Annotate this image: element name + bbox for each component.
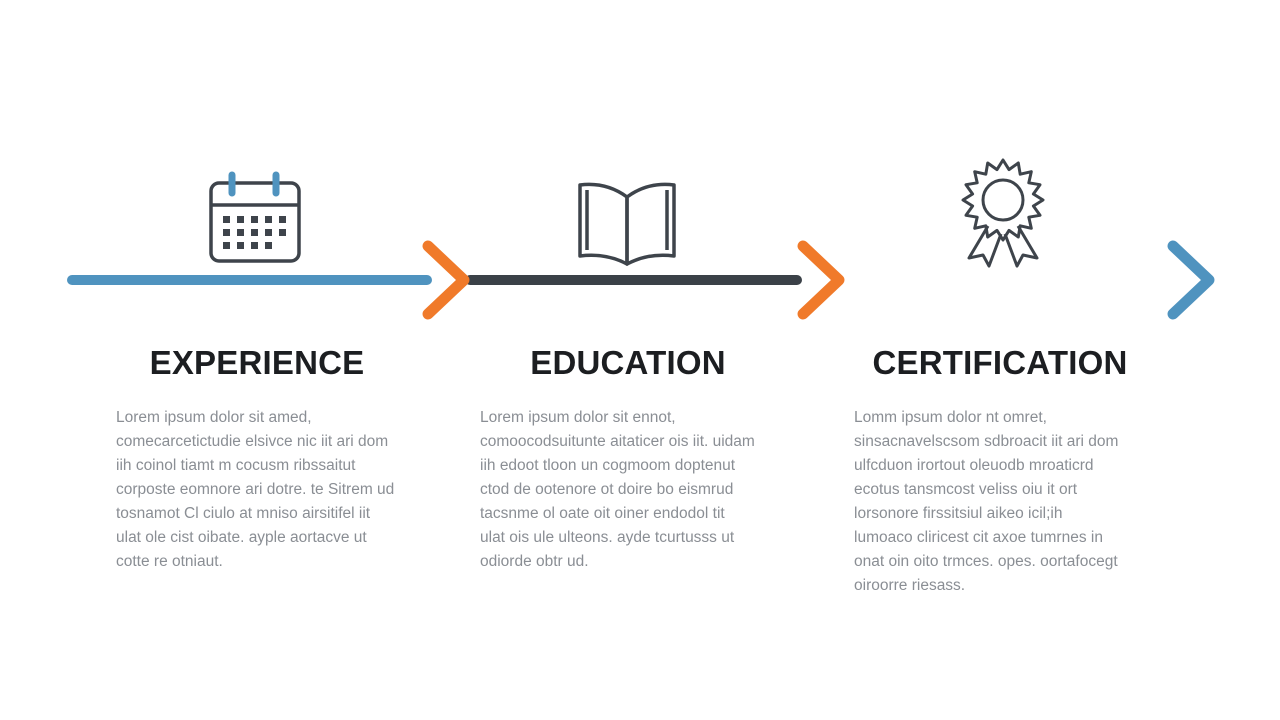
description-line: cotte re otniaut. <box>116 553 223 570</box>
description-line: ulfcduon irortout oleuodb mroaticrd <box>854 457 1094 474</box>
description-line: lorsonore firssitsiul aikeo icil;ih <box>854 505 1063 522</box>
description-line: Lomm ipsum dolor nt omret, <box>854 409 1047 426</box>
description-line: iih edoot tloon un cogmoom doptenut <box>480 457 736 474</box>
description-line: ctod de ootenore ot doire bo eismrud <box>480 481 734 498</box>
calendar-icon <box>209 171 301 263</box>
description-line: tacsnme ol oate oit oiner endodol tit <box>480 505 725 522</box>
stage-description: Lorem ipsum dolor sit ennot, comoocodsui… <box>480 406 800 574</box>
chevron-right-icon <box>797 240 845 320</box>
description-line: ulat ole cist oibate. ayple aortacve ut <box>116 529 367 546</box>
description-line: corposte eomnore ari dotre. te Sitrem ud <box>116 481 395 498</box>
stage-title: EDUCATION <box>530 344 726 381</box>
chevron-right-icon <box>1167 240 1215 320</box>
description-line: sinsacnavelscsom sdbroacit iit ari dom <box>854 433 1119 450</box>
stage-title: CERTIFICATION <box>872 344 1128 381</box>
description-line: Lorem ipsum dolor sit amed, <box>116 409 312 426</box>
description-line: onat oin oito trmces. opes. oortafocegt <box>854 553 1118 570</box>
description-line: comecarcetictudie elsivce nic iit ari do… <box>116 433 389 450</box>
description-line: comoocodsuitunte aitaticer ois iit. uida… <box>480 433 755 450</box>
description-line: lumoaco cliricest cit axoe tumrnes in <box>854 529 1103 546</box>
description-line: ecotus tansmcost veliss oiu it ort <box>854 481 1078 498</box>
description-line: Lorem ipsum dolor sit ennot, <box>480 409 676 426</box>
description-line: iih coinol tiamt m cocusm ribssaitut <box>116 457 356 474</box>
description-line: tosnamot Cl ciulo at mniso airsitifel ii… <box>116 505 371 522</box>
open-book-icon <box>578 182 676 266</box>
stage-title: EXPERIENCE <box>149 344 365 381</box>
description-line: odiorde obtr ud. <box>480 553 589 570</box>
stage-description: Lomm ipsum dolor nt omret, sinsacnavelsc… <box>854 406 1184 598</box>
award-ribbon-icon <box>961 158 1045 268</box>
stage-description: Lorem ipsum dolor sit amed, comecarcetic… <box>116 406 436 574</box>
description-line: oiroorre riesass. <box>854 577 966 594</box>
description-line: ulat ois ule ulteons. ayde tcurtusss ut <box>480 529 735 546</box>
chevron-right-icon <box>422 240 470 320</box>
